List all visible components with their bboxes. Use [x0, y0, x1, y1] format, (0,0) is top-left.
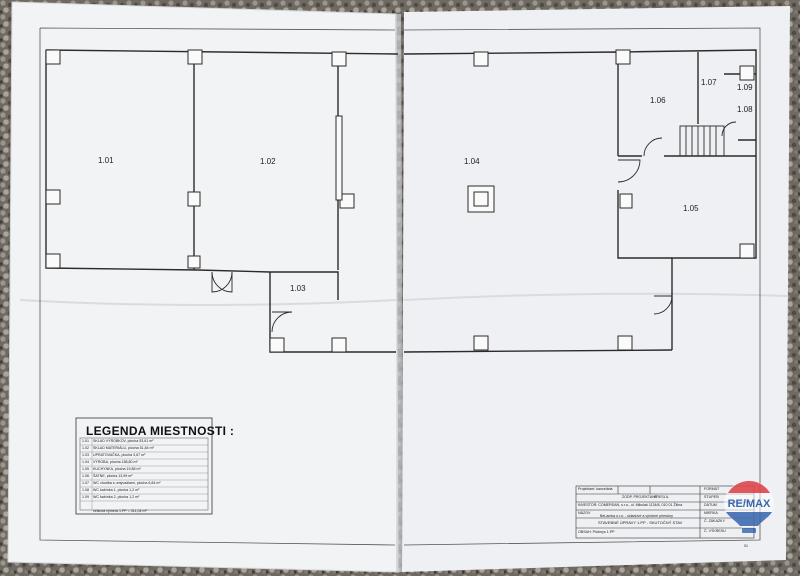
tb-obsah: OBSAH: Pôdorys 1.PP: [578, 530, 615, 534]
tb-project-line-1: BeLamka s.r.o. - skladové a výrobné prie…: [600, 514, 673, 518]
paper-right-page: [402, 6, 790, 572]
legend-table-frame: [75, 417, 213, 515]
legend-room-number: 1.04: [82, 460, 89, 464]
room-label-1-07: 1.07: [701, 78, 717, 87]
staircase: [679, 125, 725, 157]
legend-room-description: SKLAD VÝROBKOV, plocha 53,61 m²: [93, 439, 154, 443]
legend-room-description: KUCHYNKA, plocha 19,88 m²: [93, 467, 141, 471]
legend-room-number: 1.01: [82, 439, 89, 443]
legend-row: 1.09 WC kabínka 2, plocha 1,2 m²: [80, 494, 208, 501]
legend-row: 1.01 SKLAD VÝROBKOV, plocha 53,61 m²: [80, 438, 208, 445]
legend-room-description: VÝROBA, plocha 158,80 m²: [93, 460, 138, 464]
structural-columns: [45, 49, 755, 353]
tb-kreslil: KRESLIL: [654, 495, 669, 499]
legend-room-description: UPRATOVAČKA, plocha 3,67 m²: [93, 453, 146, 457]
legend-room-number: 1.06: [82, 474, 89, 478]
legend-row: 1.02 SKLAD MATERIÁLU, plocha 51,84 m²: [80, 445, 208, 452]
legend-room-description: WC chodba s umývadlami, plocha 6,84 m²: [93, 481, 161, 485]
legend-room-description: SKLAD MATERIÁLU, plocha 51,84 m²: [93, 446, 154, 450]
tb-sheet-number: 01: [744, 544, 748, 548]
tb-zodp-projektant: ZODP. PROJEKTANT: [622, 495, 658, 499]
tb-format: FORMÁT: [704, 487, 720, 491]
legend-room-number: 1.09: [82, 495, 89, 499]
room-label-1-03: 1.03: [290, 284, 306, 293]
door-swings: [211, 121, 737, 333]
tb-projektant: Projektant: kancelária: [578, 487, 613, 491]
room-label-1-01: 1.01: [98, 156, 114, 165]
room-label-1-08: 1.08: [737, 105, 753, 114]
paper-left-page: [8, 2, 398, 572]
tb-nazov: NÁZOV: [578, 511, 591, 515]
legend-title: LEGENDA MIESTNOSTI :: [86, 424, 235, 438]
legend-room-number: 1.03: [82, 453, 89, 457]
room-label-1-06: 1.06: [650, 96, 666, 105]
legend-room-number: 1.02: [82, 446, 89, 450]
legend-room-description: WC kabínka 2, plocha 1,2 m²: [93, 495, 140, 499]
legend-row: [80, 501, 208, 508]
room-label-1-04: 1.04: [464, 157, 480, 166]
tb-mierka: MIERKA: [704, 511, 718, 515]
legend-row: 1.08 WC kabínka 1, plocha 1,2 m²: [80, 487, 208, 494]
legend-room-number: 1.07: [82, 481, 89, 485]
legend-room-description: WC kabínka 1, plocha 1,2 m²: [93, 488, 140, 492]
tb-zakazka: Č. ZÁKAZKY: [704, 519, 725, 523]
legend-row: 1.04 VÝROBA, plocha 158,80 m²: [80, 459, 208, 466]
tb-datum: DÁTUM: [704, 503, 717, 507]
room-label-1-02: 1.02: [260, 157, 276, 166]
legend-room-number: 1.05: [82, 467, 89, 471]
legend-row: 1.03 UPRATOVAČKA, plocha 3,67 m²: [80, 452, 208, 459]
tb-investor: INVESTOR: COMERSAN, s.r.o., ul. Mikulaš …: [578, 503, 683, 507]
tb-stupen: STUPEŇ: [704, 495, 719, 499]
legend-room-number: 1.08: [82, 488, 89, 492]
legend-row: celková výmera 1.PP = 311,04 m²: [80, 508, 208, 515]
room-label-1-09: 1.09: [737, 83, 753, 92]
remax-balloon-logo: RE/MAX: [724, 481, 774, 533]
remax-wordmark: RE/MAX: [728, 498, 771, 510]
tb-project-line-2: STAVEBNÉ ÚPRAVY 1.PP - SKUTOČNÝ STAV: [598, 520, 683, 525]
legend-row: 1.07 WC chodba s umývadlami, plocha 6,84 …: [80, 480, 208, 487]
legend-room-description: ŠATNE, plocha 13,99 m²: [93, 474, 133, 478]
tb-vykres: Č. VÝKRESU: [704, 529, 726, 533]
room-label-1-05: 1.05: [683, 204, 699, 213]
legend-row: 1.06 ŠATNE, plocha 13,99 m²: [80, 473, 208, 480]
legend-room-description: celková výmera 1.PP = 311,04 m²: [93, 509, 147, 513]
legend-row: 1.05 KUCHYNKA, plocha 19,88 m²: [80, 466, 208, 473]
